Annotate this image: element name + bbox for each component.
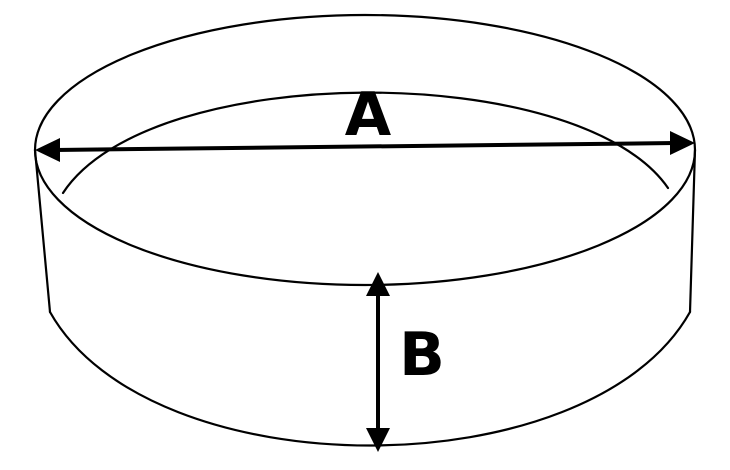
dimension-b: B	[366, 272, 445, 452]
dimension-a-line	[54, 141, 676, 152]
dimension-a-label: A	[345, 80, 392, 150]
dimension-b-bottom-arrowhead	[366, 428, 390, 452]
dimension-a-right-arrowhead	[670, 131, 695, 155]
right-side-wall	[688, 148, 697, 314]
dimension-b-label: B	[399, 320, 445, 390]
left-side-wall	[33, 148, 52, 314]
dimension-a-left-arrowhead	[35, 138, 60, 162]
inner-rim-edge	[61, 91, 670, 195]
dimension-a: A	[35, 80, 695, 162]
bottom-curve	[48, 310, 692, 447]
dimension-b-top-arrowhead	[366, 272, 390, 296]
